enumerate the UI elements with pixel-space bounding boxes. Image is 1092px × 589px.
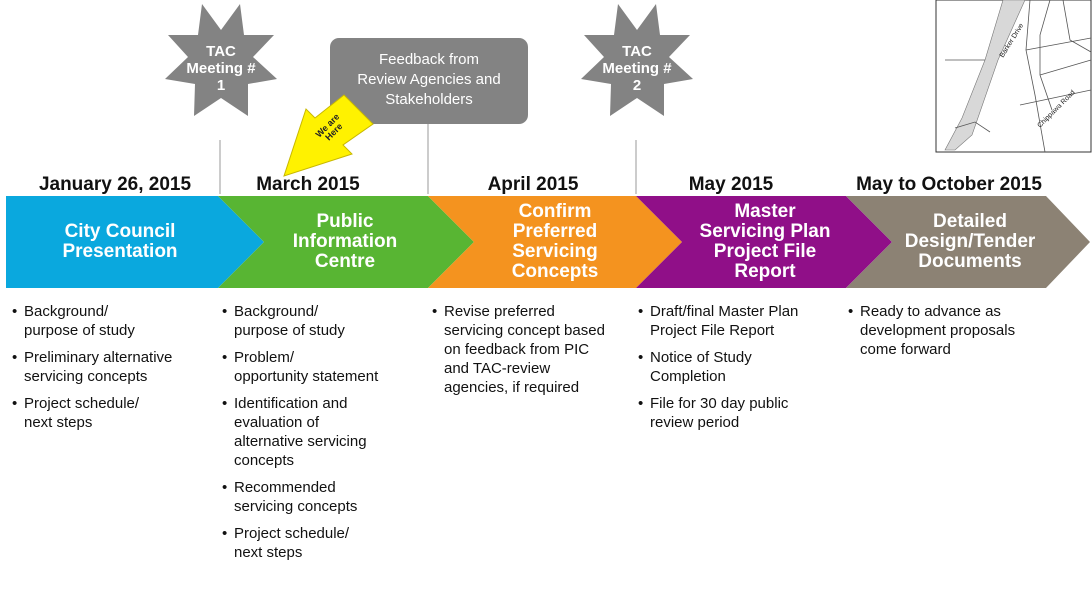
bullet-item: File for 30 day public review period bbox=[638, 394, 843, 432]
bullet-item: Background/ purpose of study bbox=[222, 302, 427, 340]
tac-meeting-1-star bbox=[165, 4, 277, 116]
stage-chevron-confirm-concepts bbox=[428, 196, 682, 288]
stage-date-1: January 26, 2015 bbox=[38, 174, 192, 195]
bullet-item: Background/ purpose of study bbox=[12, 302, 217, 340]
bullet-item: Revise preferred servicing concept based… bbox=[432, 302, 637, 397]
bullet-item: Problem/ opportunity statement bbox=[222, 348, 427, 386]
stage-bullets-2: Background/ purpose of study Problem/ op… bbox=[222, 302, 427, 570]
stage-date-3: April 2015 bbox=[487, 174, 579, 195]
feedback-label: Feedback from Review Agencies and Stakeh… bbox=[357, 51, 501, 108]
stage-bullets-3: Revise preferred servicing concept based… bbox=[432, 302, 637, 405]
stage-bullets-4: Draft/final Master Plan Project File Rep… bbox=[638, 302, 843, 440]
bullet-item: Draft/final Master Plan Project File Rep… bbox=[638, 302, 843, 340]
bullet-item: Project schedule/ next steps bbox=[12, 394, 217, 432]
stage-date-5: May to October 2015 bbox=[856, 174, 1042, 195]
bullet-item: Project schedule/ next steps bbox=[222, 524, 427, 562]
tac-meeting-2-star bbox=[581, 4, 693, 116]
stage-title-1: City Council Presentation bbox=[62, 221, 178, 262]
feedback-callout-box bbox=[330, 38, 528, 124]
tac-meeting-1-label: TAC Meeting # 1 bbox=[186, 43, 256, 94]
we-are-here-arrow bbox=[283, 94, 374, 177]
location-map: Barker Drive Chippawa Road bbox=[935, 0, 1092, 153]
stage-date-4: May 2015 bbox=[688, 174, 774, 195]
bullet-item: Recommended servicing concepts bbox=[222, 478, 427, 516]
stage-bullets-1: Background/ purpose of study Preliminary… bbox=[12, 302, 217, 440]
stage-date-2: March 2015 bbox=[256, 174, 360, 195]
bullet-item: Notice of Study Completion bbox=[638, 348, 843, 386]
stage-chevron-public-information bbox=[218, 196, 474, 288]
stage-chevron-detailed-design bbox=[846, 196, 1090, 288]
stage-title-5: Detailed Design/Tender Documents bbox=[904, 211, 1036, 272]
stage-title-3: Confirm Preferred Servicing Concepts bbox=[511, 201, 599, 282]
stage-title-4: Master Servicing Plan Project File Repor… bbox=[699, 201, 831, 282]
stage-chevron-city-council bbox=[6, 196, 264, 288]
bullet-item: Ready to advance as development proposal… bbox=[848, 302, 1068, 359]
stage-bullets-5: Ready to advance as development proposal… bbox=[848, 302, 1068, 367]
tac-meeting-2-label: TAC Meeting # 2 bbox=[602, 43, 672, 94]
stage-title-2: Public Information Centre bbox=[292, 211, 398, 272]
bullet-item: Preliminary alternative servicing concep… bbox=[12, 348, 217, 386]
stage-chevron-master-plan bbox=[636, 196, 892, 288]
bullet-item: Identification and evaluation of alterna… bbox=[222, 394, 427, 470]
